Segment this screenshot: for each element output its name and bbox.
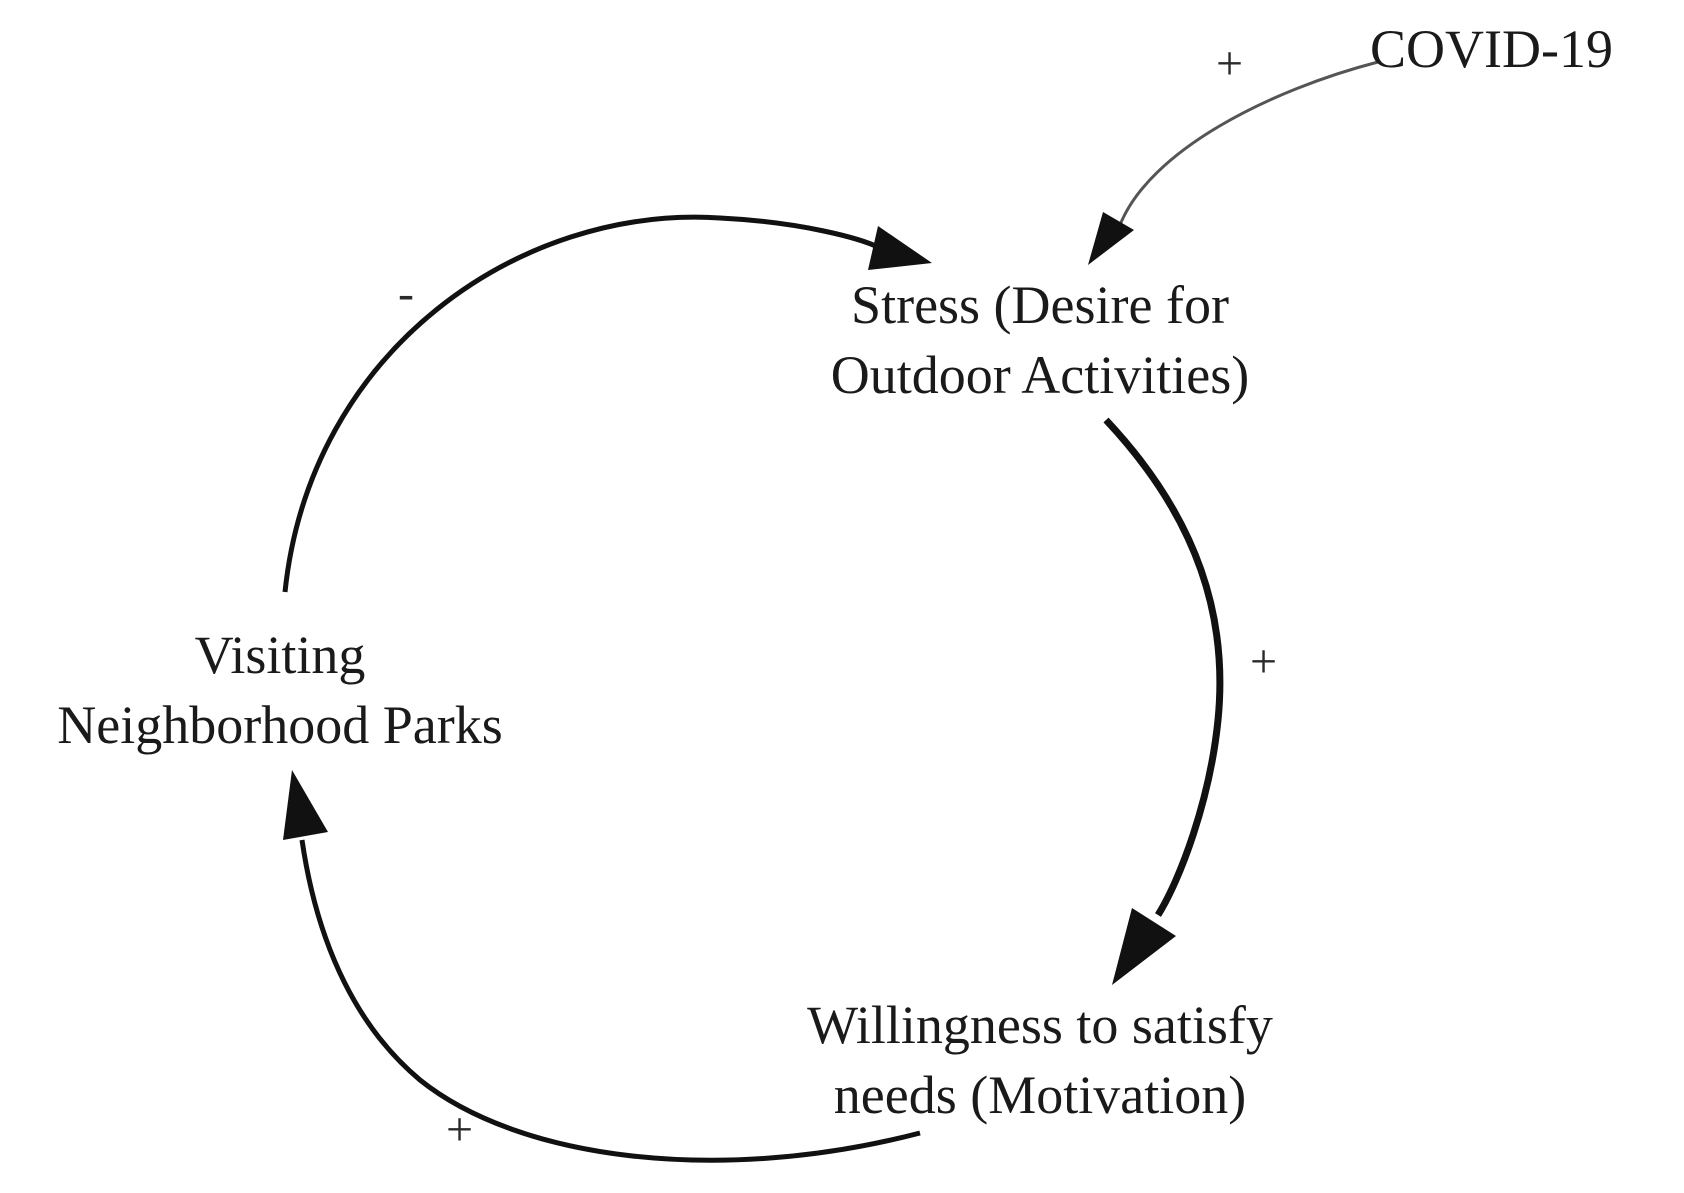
link-visiting-to-stress xyxy=(282,214,882,593)
arrowhead-stress-to-willingness xyxy=(1112,908,1176,985)
arrowhead-covid-to-stress xyxy=(1088,212,1134,265)
link-stress-to-willingness xyxy=(1103,417,1224,917)
polarity-covid-to-stress: + xyxy=(1216,37,1244,90)
link-covid-to-stress xyxy=(1118,60,1379,226)
arrowhead-willingness-to-visiting xyxy=(283,770,328,840)
arrowhead-visiting-to-stress xyxy=(868,226,932,270)
polarity-willingness-to-visiting: + xyxy=(446,1103,474,1156)
polarity-visiting-to-stress: - xyxy=(398,267,414,320)
node-stress: Stress (Desire for Outdoor Activities) xyxy=(760,270,1320,410)
node-willingness: Willingness to satisfy needs (Motivation… xyxy=(760,990,1320,1130)
node-willingness-line-2: needs (Motivation) xyxy=(833,1065,1247,1125)
node-stress-line-1: Stress (Desire for xyxy=(851,275,1229,335)
node-visiting-line-1: Visiting xyxy=(194,625,366,685)
node-visiting-line-2: Neighborhood Parks xyxy=(57,695,503,755)
node-visiting-parks: Visiting Neighborhood Parks xyxy=(10,620,550,760)
node-covid-label: COVID-19 xyxy=(1370,19,1613,79)
node-willingness-line-1: Willingness to satisfy xyxy=(807,995,1273,1055)
link-willingness-to-visiting xyxy=(299,839,921,1163)
node-stress-line-2: Outdoor Activities) xyxy=(830,345,1250,405)
polarity-stress-to-willingness: + xyxy=(1250,635,1278,688)
node-covid-19: COVID-19 xyxy=(1370,14,1613,84)
